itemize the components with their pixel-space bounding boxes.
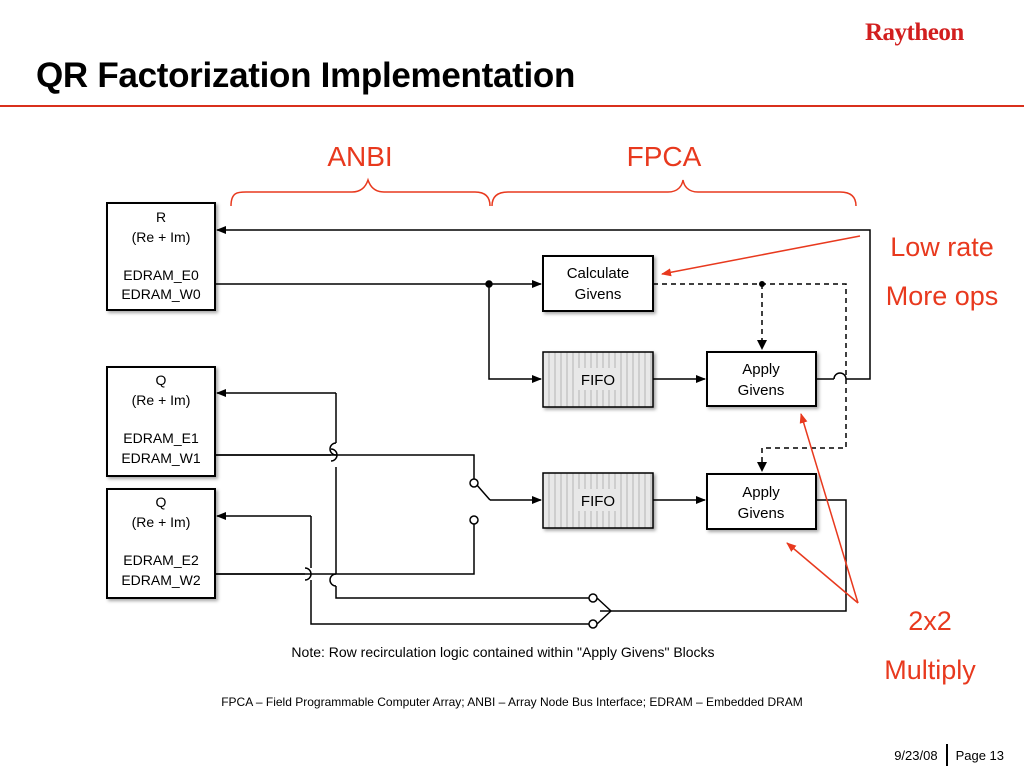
switch-node-1 [469,478,479,488]
svg-text:(Re + Im): (Re + Im) [132,514,191,530]
title-divider [0,105,1024,107]
memory-block-r: R (Re + Im) EDRAM_E0 EDRAM_W0 [106,202,216,311]
svg-text:Q: Q [156,494,167,510]
svg-text:EDRAM_W1: EDRAM_W1 [121,450,201,466]
abbreviation-footnote: FPCA – Field Programmable Computer Array… [221,695,803,709]
multiply-label: Multiply [884,655,976,685]
switch-node-3 [588,593,598,603]
svg-text:FIFO: FIFO [581,372,615,389]
svg-text:Apply: Apply [742,361,780,378]
svg-text:R: R [156,209,166,225]
svg-text:Q: Q [156,372,167,388]
footer-separator [945,744,948,766]
svg-text:EDRAM_E1: EDRAM_E1 [123,430,199,446]
memory-block-q2: Q (Re + Im) EDRAM_E2 EDRAM_W2 [106,488,216,599]
svg-text:(Re + Im): (Re + Im) [132,229,191,245]
slide-footer: 9/23/08 Page 13 [894,744,1004,766]
two-by-two-label: 2x2 [908,606,952,636]
page-title: QR Factorization Implementation [36,56,576,95]
raytheon-logo: Raytheon [865,19,964,46]
page-number: Page 13 [955,747,1004,763]
memory-block-q1: Q (Re + Im) EDRAM_E1 EDRAM_W1 [106,366,216,477]
svg-text:EDRAM_E2: EDRAM_E2 [123,552,199,568]
svg-text:EDRAM_W2: EDRAM_W2 [121,572,201,588]
annotation-arrows [661,235,861,604]
dashed-control-lines [653,283,847,470]
svg-text:Givens: Givens [738,505,785,522]
svg-text:Calculate: Calculate [567,265,630,282]
diagram-note: Note: Row recirculation logic contained … [291,644,714,660]
svg-text:Givens: Givens [738,382,785,399]
switch-node-4 [588,619,598,629]
svg-text:Givens: Givens [575,286,622,303]
svg-text:Apply: Apply [742,484,780,501]
low-rate-label: Low rate [890,232,994,262]
apply-givens-top-block: Apply Givens [706,351,817,407]
svg-text:FIFO: FIFO [581,493,615,510]
svg-text:EDRAM_W0: EDRAM_W0 [121,286,201,302]
apply-givens-bottom-block: Apply Givens [706,473,817,530]
switch-node-2 [469,515,479,525]
anbi-brace [230,177,491,207]
calculate-givens-block: Calculate Givens [542,255,654,312]
connection-lines [215,226,871,625]
footer-date: 9/23/08 [894,747,938,763]
fpca-label: FPCA [627,141,702,172]
svg-text:(Re + Im): (Re + Im) [132,392,191,408]
more-ops-label: More ops [886,281,999,311]
anbi-label: ANBI [327,141,392,172]
fifo-top-block: FIFO [542,351,654,408]
fpca-brace [491,179,857,207]
control-junction [759,281,765,287]
svg-text:EDRAM_E0: EDRAM_E0 [123,267,199,283]
fifo-bottom-block: FIFO [542,472,654,529]
